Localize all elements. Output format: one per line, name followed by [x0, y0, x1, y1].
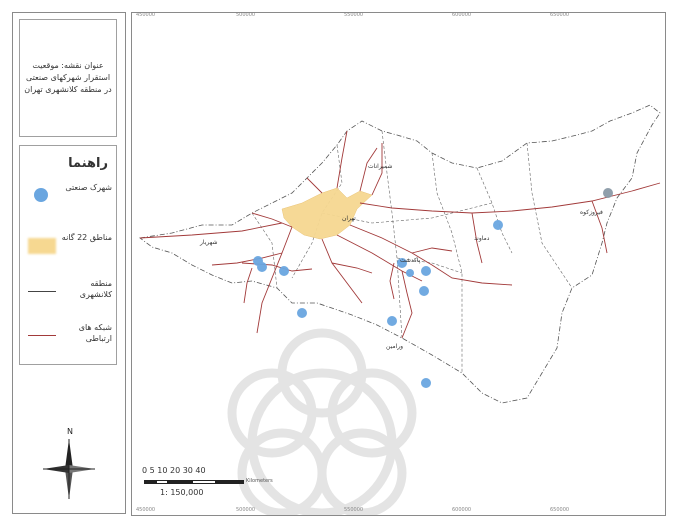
industrial-parks: [253, 188, 613, 388]
industrial-park-2: [257, 262, 267, 272]
map-sidebar: عنوان نقشه: موقعیت استقرار شهرکهای صنعتی…: [12, 12, 126, 514]
north-label: N: [67, 427, 73, 436]
north-arrow-icon: [43, 439, 95, 499]
scale-ratio: 1: 150,000: [160, 488, 204, 497]
legend-label-industrial: شهرک صنعتی: [65, 183, 112, 192]
bottom-tick: 600000: [452, 507, 472, 513]
scale-bar-graphic: [144, 480, 244, 484]
legend-label-roads: شبکه های ارتباطی: [78, 323, 112, 343]
road-line-icon: [28, 326, 56, 348]
place-label-firuzkuh: فیروزکوه: [580, 209, 603, 216]
place-label-pakdasht: پاکدشت: [400, 257, 421, 264]
map-title-box: عنوان نقشه: موقعیت استقرار شهرکهای صنعتی…: [19, 19, 117, 137]
top-tick: 500000: [236, 12, 256, 18]
tehran-22-districts-zone: [281, 187, 373, 240]
metro-boundary: [139, 104, 661, 404]
industrial-park-11: [421, 378, 431, 388]
zone-symbol-icon: [28, 236, 56, 258]
scale-numbers: 0 5 10 20 30 40: [142, 466, 206, 475]
bottom-tick: 500000: [236, 507, 256, 513]
industrial-park-5: [387, 316, 397, 326]
industrial-park-8: [421, 266, 431, 276]
map-canvas: [139, 104, 661, 515]
north-arrow: N: [19, 423, 117, 503]
place-label-shemiranat: شمیرانات: [368, 163, 393, 170]
map-title: عنوان نقشه: موقعیت استقرار شهرکهای صنعتی…: [24, 61, 112, 94]
scale-units: Kilometers: [246, 478, 273, 484]
top-tick: 650000: [550, 12, 570, 18]
legend-label-zones: مناطق 22 گانه: [61, 233, 112, 242]
bottom-tick: 650000: [550, 507, 570, 513]
top-tick: 550000: [344, 12, 364, 18]
scale-bar: 0 5 10 20 30 40 Kilometers 1: 150,000: [142, 466, 282, 506]
legend-item-industrial: شهرک صنعتی: [24, 180, 114, 216]
industrial-park-symbol-icon: [28, 186, 56, 208]
industrial-park-6: [397, 258, 407, 268]
top-tick: 450000: [136, 12, 156, 18]
legend: راهنما شهرک صنعتی مناطق 22 گانه منطقه کل…: [19, 145, 117, 365]
industrial-park-10: [493, 220, 503, 230]
place-label-tehran: تهران: [342, 215, 356, 222]
legend-title: راهنما: [68, 156, 108, 171]
legend-label-metro-region: منطقه کلانشهری: [79, 279, 112, 299]
place-label-varamin: ورامین: [386, 343, 404, 350]
industrial-park-9: [419, 286, 429, 296]
legend-item-metro-region: منطقه کلانشهری: [24, 276, 114, 312]
bottom-tick: 550000: [344, 507, 364, 513]
watermark-emblem: [227, 328, 417, 515]
top-tick: 600000: [452, 12, 472, 18]
map-frame: شمیرانات تهران فیروزکوه دماوند ورامین شه…: [131, 12, 666, 516]
place-label-damavand: دماوند: [474, 235, 490, 242]
industrial-park-4: [297, 308, 307, 318]
bottom-tick: 450000: [136, 507, 156, 513]
place-label-shahriar: شهریار: [200, 239, 218, 246]
boundary-line-icon: [28, 282, 56, 304]
industrial-park-7: [406, 269, 414, 277]
industrial-park-12: [603, 188, 613, 198]
legend-item-zones: مناطق 22 گانه: [24, 230, 114, 266]
industrial-park-3: [279, 266, 289, 276]
legend-item-roads: شبکه های ارتباطی: [24, 320, 114, 356]
